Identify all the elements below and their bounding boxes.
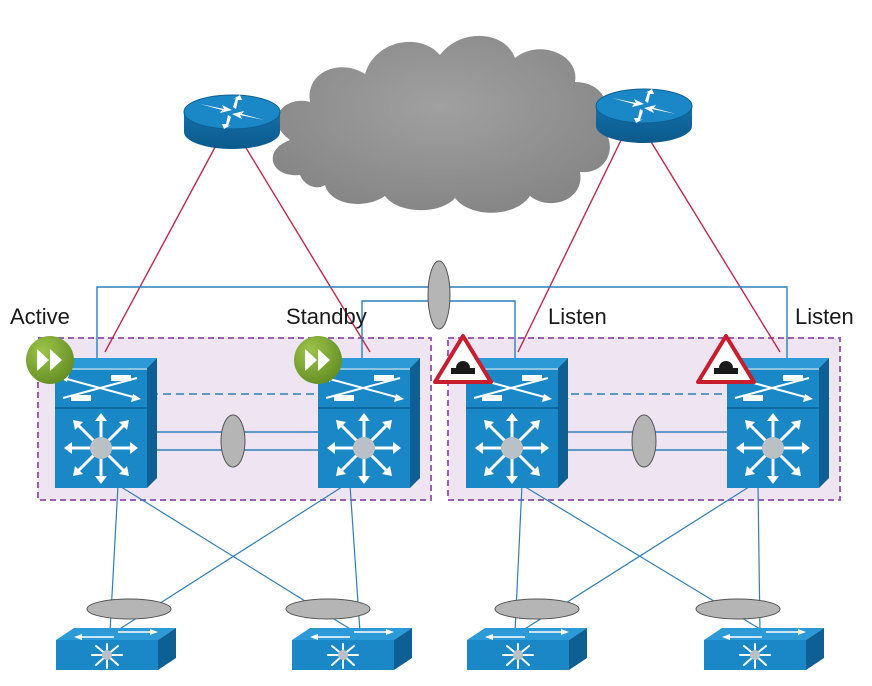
wan-cloud-icon [272, 35, 610, 213]
port-channel-ellipse-icon [285, 598, 371, 620]
label-standby: Standby [286, 304, 367, 329]
router-icon-right [595, 88, 693, 144]
label-listen-right: Listen [795, 304, 854, 329]
access-downlinks [109, 484, 766, 633]
uplink-r2-sw4 [644, 131, 781, 353]
port-channel-ellipse-icon [631, 414, 657, 468]
port-channel-ellipse-icon [695, 598, 781, 620]
port-channel-ellipse-icon [427, 260, 451, 330]
port-channel-ellipse-icon [494, 598, 580, 620]
core-switch-1-icon [53, 356, 159, 490]
access-switch-2-icon [291, 627, 413, 671]
active-forwarder-icon [26, 336, 74, 384]
port-channel-ellipse-icon [220, 414, 246, 468]
standby-forwarder-icon [294, 336, 342, 384]
access-switch-1-icon [55, 627, 177, 671]
router-icon-left [183, 94, 281, 150]
label-listen-left: Listen [548, 304, 607, 329]
uplink-r2-sw3 [517, 131, 626, 353]
access-switch-4-icon [703, 627, 825, 671]
port-channel-ellipses [86, 260, 781, 620]
access-switch-3-icon [466, 627, 588, 671]
label-active: Active [10, 304, 70, 329]
uplink-r1-sw2 [239, 137, 371, 353]
port-channel-ellipse-icon [86, 598, 172, 620]
router-uplinks [104, 131, 781, 353]
uplink-r1-sw1 [104, 137, 221, 353]
